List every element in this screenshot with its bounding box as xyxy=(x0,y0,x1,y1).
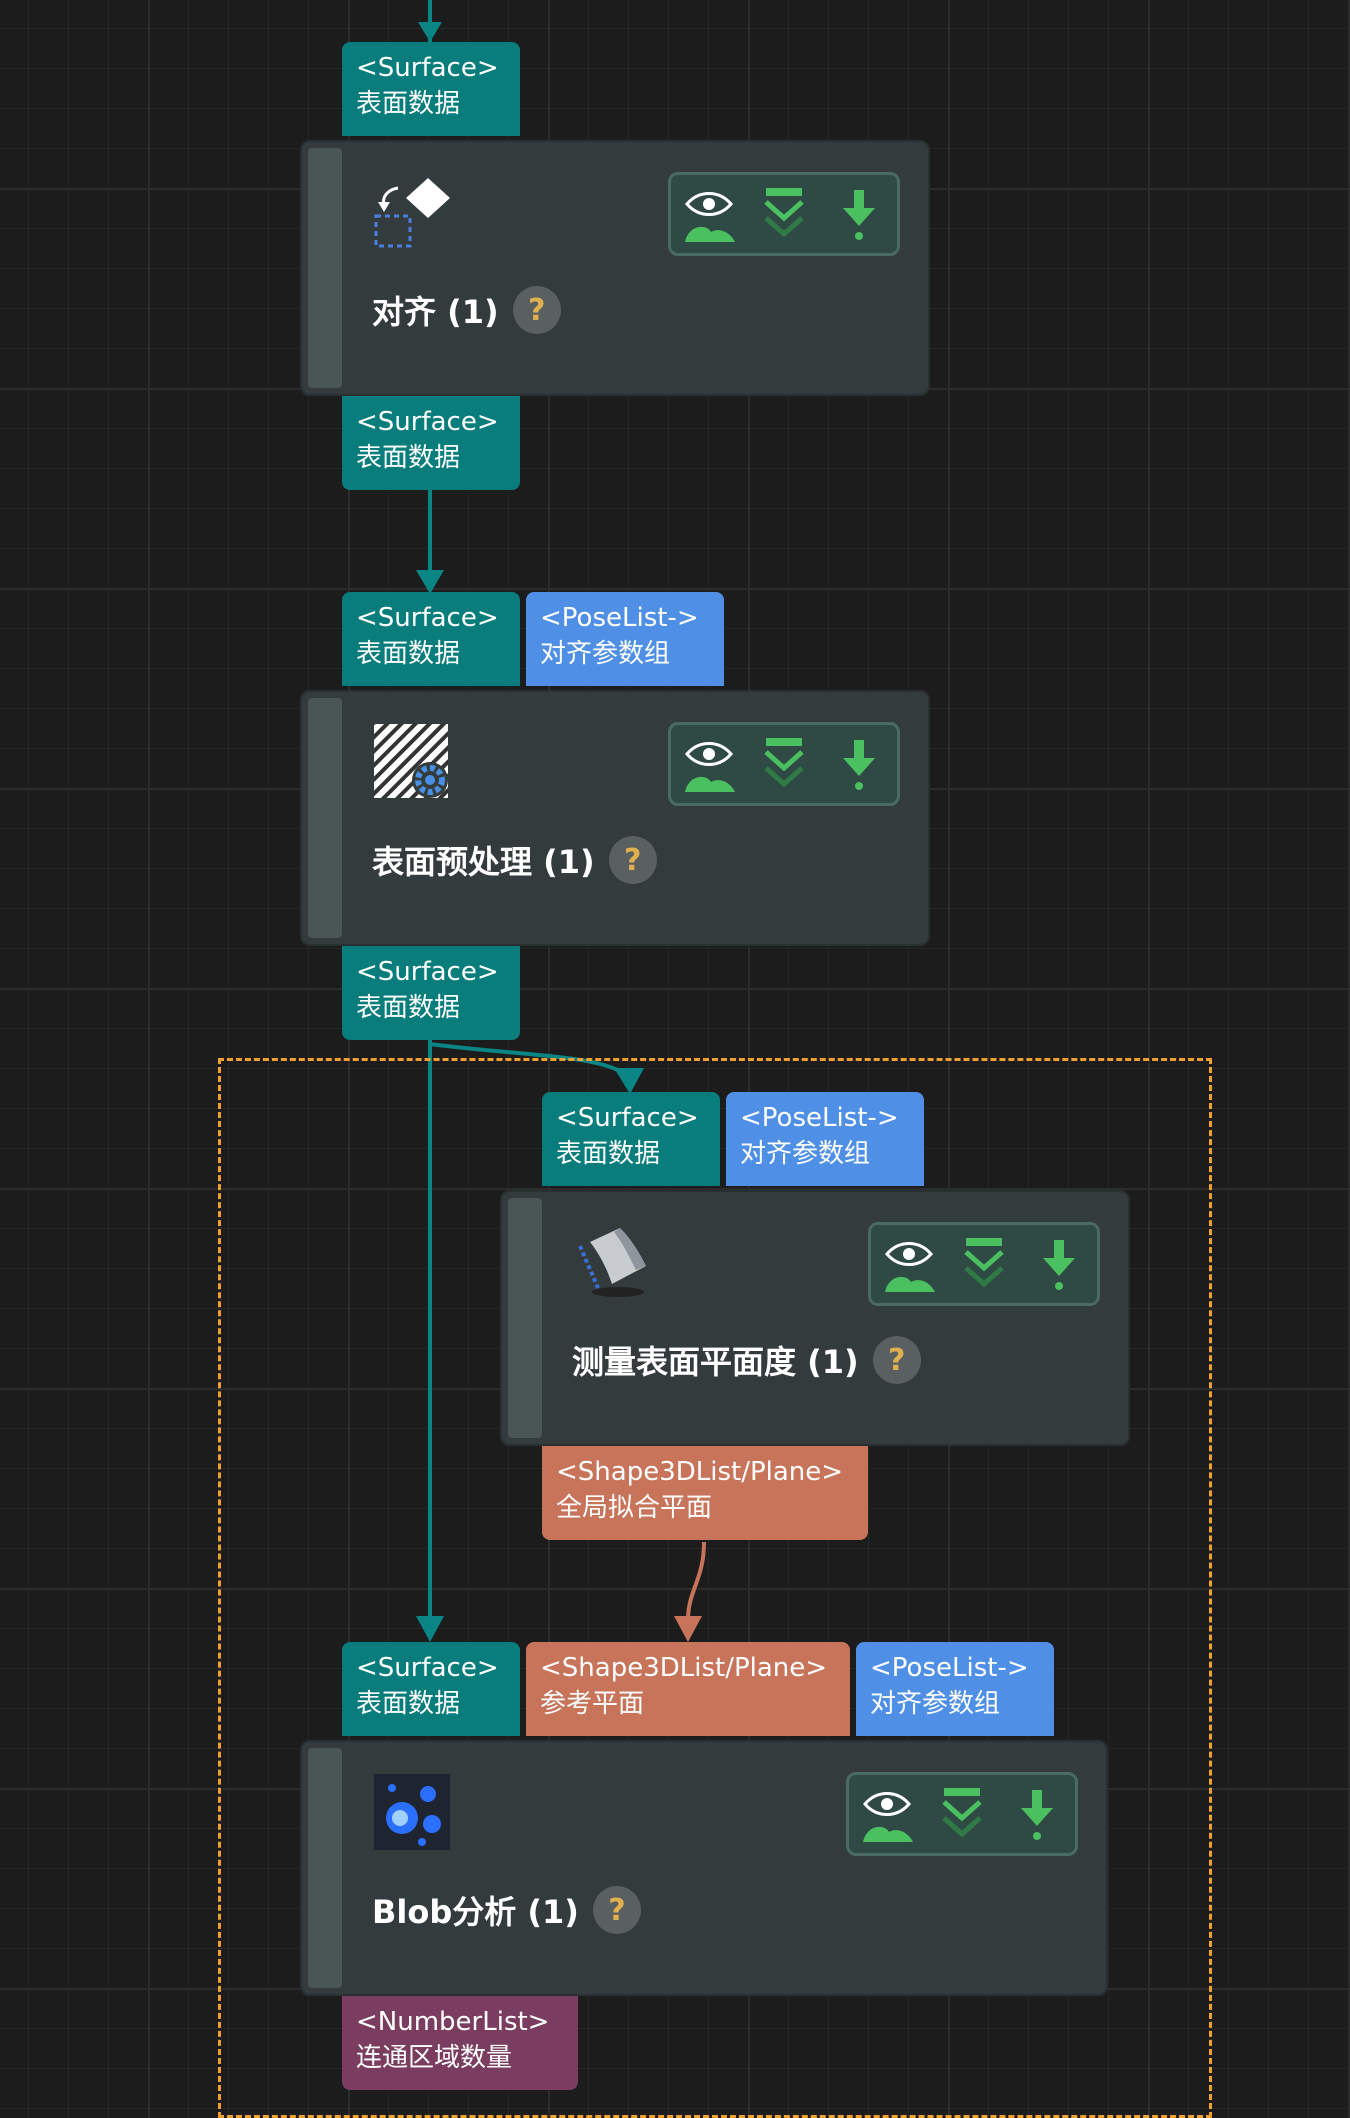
node-toolbar xyxy=(846,1772,1078,1856)
visualize-eye-icon[interactable] xyxy=(857,1784,917,1844)
node-handle[interactable] xyxy=(308,148,342,388)
port-flatness-out-plane[interactable]: <Shape3DList/Plane> 全局拟合平面 xyxy=(542,1446,868,1540)
align-icon xyxy=(372,172,452,252)
download-arrow-icon[interactable] xyxy=(829,184,889,244)
node-toolbar xyxy=(668,172,900,256)
port-blob-in-poselist[interactable]: <PoseList-> 对齐参数组 xyxy=(856,1642,1054,1736)
node-toolbar xyxy=(868,1222,1100,1306)
node-title: 表面预处理 (1) ? xyxy=(372,836,657,884)
collapse-chevron-icon[interactable] xyxy=(754,184,814,244)
visualize-eye-icon[interactable] xyxy=(879,1234,939,1294)
collapse-chevron-icon[interactable] xyxy=(754,734,814,794)
help-icon[interactable]: ? xyxy=(872,1336,921,1384)
node-measure-flatness[interactable]: 测量表面平面度 (1) ? xyxy=(500,1190,1130,1446)
download-arrow-icon[interactable] xyxy=(1007,1784,1067,1844)
wire-arrow xyxy=(674,1616,702,1642)
node-handle[interactable] xyxy=(308,698,342,938)
wire-arrow xyxy=(614,1068,644,1094)
port-flatness-in-poselist[interactable]: <PoseList-> 对齐参数组 xyxy=(726,1092,924,1186)
port-blob-out-numberlist[interactable]: <NumberList> 连通区域数量 xyxy=(342,1996,578,2090)
visualize-eye-icon[interactable] xyxy=(679,734,739,794)
wire-arrow xyxy=(416,570,444,594)
port-preprocess-in-poselist[interactable]: <PoseList-> 对齐参数组 xyxy=(526,592,724,686)
node-title: 对齐 (1) ? xyxy=(372,286,561,334)
wire-arrow xyxy=(418,22,442,42)
port-preprocess-out-surface[interactable]: <Surface> 表面数据 xyxy=(342,946,520,1040)
download-arrow-icon[interactable] xyxy=(829,734,889,794)
port-preprocess-in-surface[interactable]: <Surface> 表面数据 xyxy=(342,592,520,686)
node-title: Blob分析 (1) ? xyxy=(372,1886,641,1934)
visualize-eye-icon[interactable] xyxy=(679,184,739,244)
node-blob-analysis[interactable]: Blob分析 (1) ? xyxy=(300,1740,1108,1996)
port-blob-in-plane[interactable]: <Shape3DList/Plane> 参考平面 xyxy=(526,1642,850,1736)
flatness-icon xyxy=(572,1222,652,1302)
blob-icon xyxy=(372,1772,452,1852)
surface-preprocess-icon xyxy=(372,722,452,802)
help-icon[interactable]: ? xyxy=(592,1886,641,1934)
port-align-in-surface[interactable]: <Surface> 表面数据 xyxy=(342,42,520,136)
wire-flatness-to-blob xyxy=(686,1541,706,1621)
node-title: 测量表面平面度 (1) ? xyxy=(572,1336,921,1384)
node-align[interactable]: 对齐 (1) ? xyxy=(300,140,930,396)
download-arrow-icon[interactable] xyxy=(1029,1234,1089,1294)
collapse-chevron-icon[interactable] xyxy=(932,1784,992,1844)
port-flatness-in-surface[interactable]: <Surface> 表面数据 xyxy=(542,1092,720,1186)
node-handle[interactable] xyxy=(308,1748,342,1988)
port-align-out-surface[interactable]: <Surface> 表面数据 xyxy=(342,396,520,490)
collapse-chevron-icon[interactable] xyxy=(954,1234,1014,1294)
node-toolbar xyxy=(668,722,900,806)
node-surface-preprocess[interactable]: 表面预处理 (1) ? xyxy=(300,690,930,946)
port-blob-in-surface[interactable]: <Surface> 表面数据 xyxy=(342,1642,520,1736)
help-icon[interactable]: ? xyxy=(512,286,561,334)
wire-arrow xyxy=(416,1616,444,1642)
help-icon[interactable]: ? xyxy=(608,836,657,884)
node-handle[interactable] xyxy=(508,1198,542,1438)
